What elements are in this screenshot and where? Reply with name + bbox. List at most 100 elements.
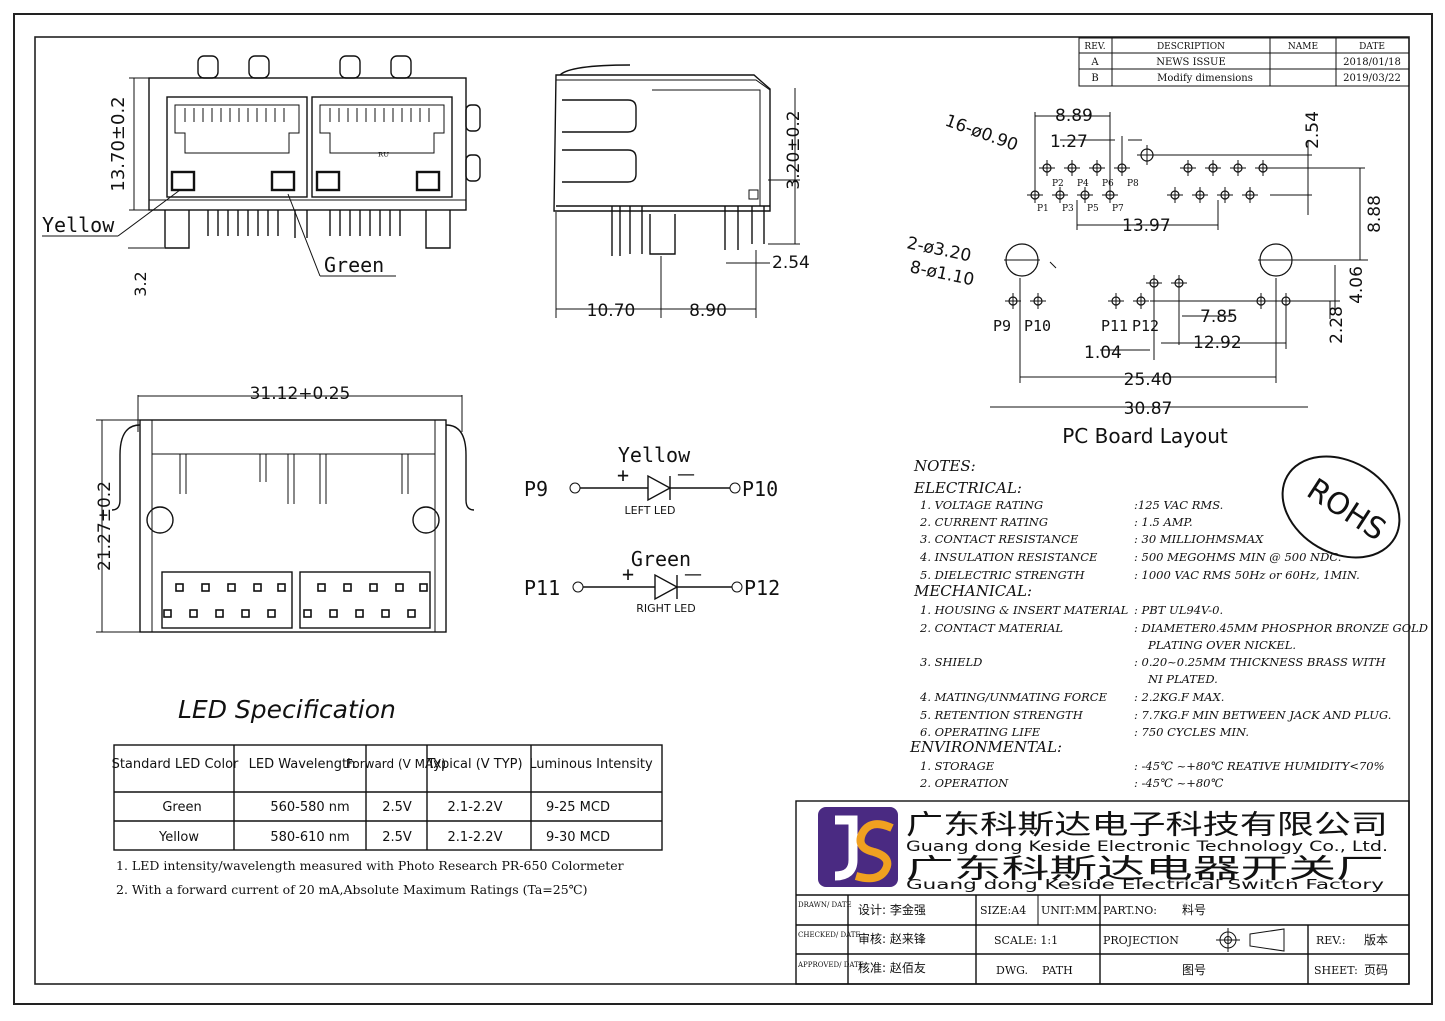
- led-circuit-yellow: Yellow P9 P10 + — LEFT LED: [524, 443, 778, 517]
- pcb-dim-888: 8.88: [1365, 195, 1385, 233]
- led-spec-h-intensity: Luminous Intensity: [529, 757, 653, 772]
- part-no-value: 料号: [1182, 903, 1206, 917]
- bottom-width-dim: 31.12+0.25: [250, 384, 351, 404]
- led-spec-r2-forward: 2.5V: [382, 830, 412, 845]
- rev-header: REV.: [1084, 42, 1105, 52]
- outer-border: [13, 13, 1433, 1005]
- front-height-dim: 13.70±0.2: [108, 96, 129, 191]
- side-dim-right: 8.90: [689, 301, 727, 321]
- pcb-dim-3087: 30.87: [1124, 399, 1173, 419]
- note-e1-label: 1. VOLTAGE RATING: [920, 498, 1043, 512]
- pcb-dim-127: 1.27: [1050, 132, 1088, 152]
- pcb-pin-p10: P10: [1024, 317, 1051, 335]
- rev-label: REV.:: [1316, 934, 1346, 947]
- note-m3-value2: NI PLATED.: [1147, 672, 1218, 686]
- part-no-label: PART.NO:: [1103, 904, 1157, 917]
- note-e3-label: 3. CONTACT RESISTANCE: [920, 532, 1079, 546]
- notes-block: NOTES: ELECTRICAL: 1. VOLTAGE RATING :12…: [909, 457, 1428, 790]
- rev-a-desc: NEWS ISSUE: [1156, 57, 1226, 68]
- approved-label: APPROVED/ DATE: [797, 961, 864, 969]
- size-field: SIZE:A4: [980, 904, 1026, 917]
- sheet-value: 页码: [1364, 963, 1388, 977]
- pcb-pin-p5: P5: [1087, 204, 1099, 214]
- led-spec-r2-wavelength: 580-610 nm: [270, 830, 349, 845]
- front-view: ᴿᵁ 13.70±0.2 3.2 Yellow Green: [42, 55, 481, 297]
- note-env2-label: 2. OPERATION: [919, 776, 1009, 790]
- led-spec-r2-typical: 2.1-2.2V: [448, 830, 503, 845]
- rev-b-date: 2019/03/22: [1343, 73, 1401, 84]
- front-green-label: Green: [324, 253, 384, 277]
- note-m4-value: : 2.2KG.F MAX.: [1134, 690, 1224, 704]
- led-spec-title: LED Specification: [178, 695, 396, 724]
- front-bottom-dim: 3.2: [131, 271, 150, 296]
- pcb-pin-p12: P12: [1132, 317, 1159, 335]
- side-view: 3.20±0.2 2.54 10.70 8.90: [553, 64, 810, 321]
- note-env2-value: : -45℃ ~+80℃: [1134, 776, 1223, 790]
- date-header: DATE: [1359, 42, 1385, 52]
- note-env1-label: 1. STORAGE: [920, 759, 995, 773]
- logo-letters: JS: [0, 0, 1, 1]
- led-yellow-plus: +: [617, 463, 629, 487]
- side-pin-dim: 2.54: [772, 253, 810, 273]
- note-m3-value: : 0.20~0.25MM THICKNESS BRASS WITH: [1134, 655, 1387, 669]
- company-name-cn-1: 广东科斯达电子科技有限公司: [906, 810, 1388, 841]
- scale-field: SCALE: 1:1: [994, 934, 1058, 947]
- pcb-pin-p8: P8: [1127, 179, 1139, 189]
- led-green-pin-right: P12: [744, 576, 780, 600]
- path-label: PATH: [1042, 964, 1073, 977]
- reviewer: 审核: 赵来锋: [858, 931, 926, 946]
- rohs-text: ROHS: [1301, 472, 1392, 548]
- pcb-pin-p7: P7: [1112, 204, 1124, 214]
- led-spec-h-typical: Typical (V TYP): [426, 757, 522, 772]
- pcb-holes-small: 16-ø0.90: [942, 111, 1020, 156]
- ul-mark: ᴿᵁ: [378, 150, 389, 163]
- company-name-en-1: Guang dong Keside Electronic Technology …: [906, 839, 1388, 855]
- sheet-label: SHEET:: [1314, 964, 1358, 977]
- revision-table: REV. DESCRIPTION NAME DATE A NEWS ISSUE …: [1078, 37, 1410, 87]
- note-m6-value: : 750 CYCLES MIN.: [1134, 725, 1249, 739]
- led-green-color: Green: [631, 547, 691, 571]
- led-spec-footnote-1: 1. LED intensity/wavelength measured wit…: [116, 858, 624, 873]
- pcb-dim-104: 1.04: [1084, 343, 1122, 363]
- bottom-height-dim: 21.27±0.2: [95, 481, 115, 571]
- inner-border: [34, 36, 1410, 985]
- led-yellow-color: Yellow: [618, 443, 691, 467]
- approver: 核准: 赵佰友: [858, 961, 926, 975]
- notes-environmental-heading: ENVIRONMENTAL:: [909, 738, 1062, 756]
- pcb-pin-p11: P11: [1101, 317, 1128, 335]
- projection-label: PROJECTION: [1103, 934, 1179, 947]
- side-height-dim: 3.20±0.2: [784, 110, 804, 189]
- rev-a-date: 2018/01/18: [1343, 57, 1401, 68]
- pcb-dim-785: 7.85: [1200, 307, 1238, 327]
- led-spec-h-forward: Forward (V MAX): [346, 757, 446, 771]
- note-m5-value: : 7.7KG.F MIN BETWEEN JACK AND PLUG.: [1134, 708, 1391, 722]
- led-spec-r1-wavelength: 560-580 nm: [270, 800, 349, 815]
- drawing-no: 图号: [1182, 963, 1206, 977]
- notes-mechanical-heading: MECHANICAL:: [913, 582, 1032, 600]
- rev-b-desc: Modify dimensions: [1157, 73, 1253, 84]
- led-spec-r1-color: Green: [162, 800, 201, 815]
- note-e3-value: : 30 MILLIOHMSMAX: [1134, 532, 1264, 546]
- note-e4-label: 4. INSULATION RESISTANCE: [919, 550, 1098, 564]
- pcb-pin-p3: P3: [1062, 204, 1074, 214]
- notes-title: NOTES:: [913, 457, 976, 475]
- note-env1-value: : -45℃ ~+80℃ REATIVE HUMIDITY<70%: [1134, 759, 1385, 773]
- pcb-dim-406: 4.06: [1347, 266, 1367, 304]
- led-spec-r1-forward: 2.5V: [382, 800, 412, 815]
- pcb-dim-2540: 25.40: [1124, 370, 1173, 390]
- drawn-label: DRAWN/ DATE: [798, 901, 852, 909]
- designer: 设计: 李金强: [858, 902, 926, 917]
- note-m4-label: 4. MATING/UNMATING FORCE: [919, 690, 1108, 704]
- note-m1-value: : PBT UL94V-0.: [1134, 603, 1223, 617]
- pcb-dim-254: 2.54: [1303, 111, 1323, 149]
- led-green-pin-left: P11: [524, 576, 560, 600]
- note-e2-value: : 1.5 AMP.: [1134, 515, 1193, 529]
- pcb-dim-1397: 13.97: [1122, 216, 1171, 236]
- front-yellow-label: Yellow: [42, 213, 115, 237]
- pcb-layout: 8.89 1.27 2.54 16-ø0.90 13.97 8.88 2-ø3.…: [905, 106, 1385, 448]
- dwg-label: DWG.: [996, 964, 1028, 977]
- led-green-plus: +: [622, 562, 634, 586]
- rev-value: 版本: [1364, 933, 1388, 947]
- side-dim-left: 10.70: [587, 301, 636, 321]
